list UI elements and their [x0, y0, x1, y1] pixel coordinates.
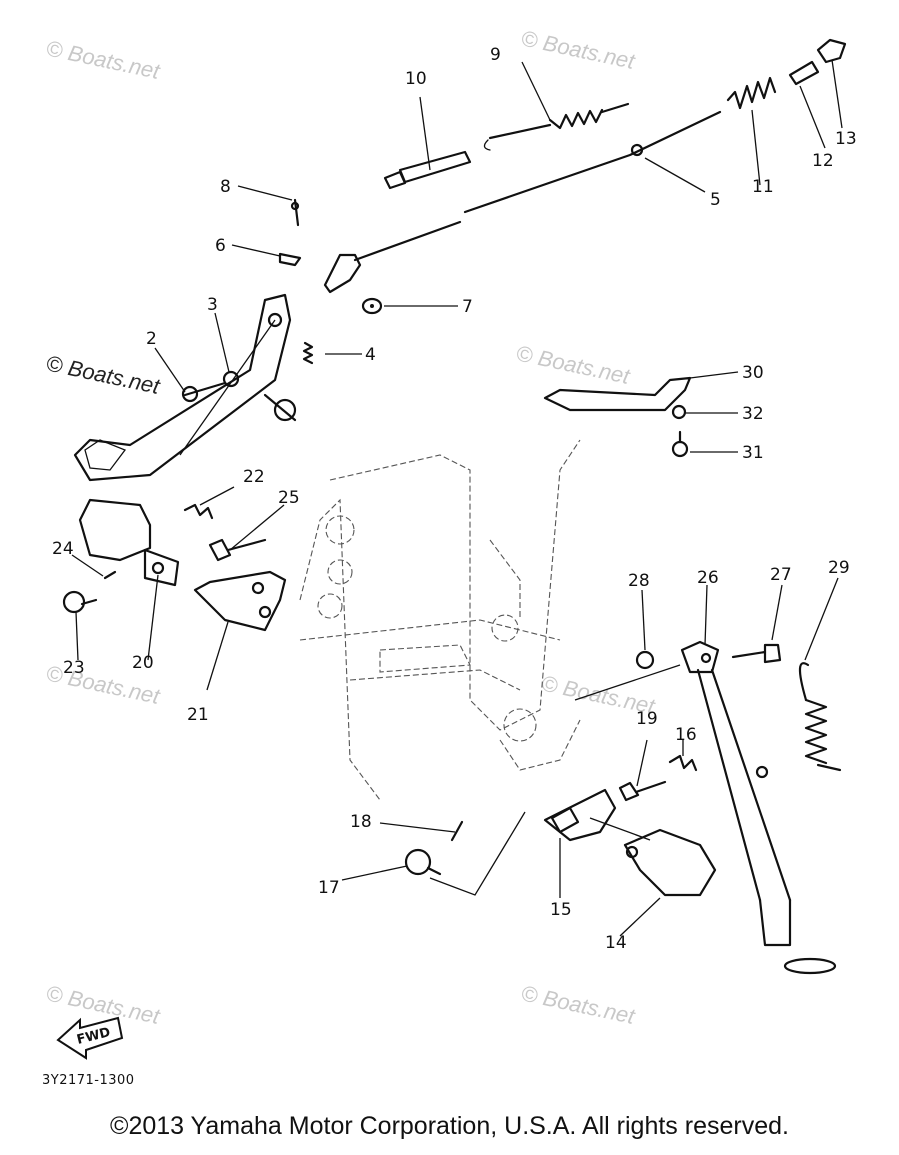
pin-23	[62, 590, 98, 614]
frame-outline	[299, 439, 581, 801]
watermark: © Boats.net	[519, 980, 638, 1029]
watermark: © Boats.net	[44, 35, 163, 84]
watermark: © Boats.net	[514, 340, 633, 389]
callouts: 2 3 4 5 6 7 8 9 10 11 12 13 14 15 16 17 …	[52, 45, 857, 953]
brake-pedal	[73, 293, 297, 482]
pin-17	[404, 848, 442, 876]
bolt-31	[671, 430, 689, 458]
spring-4	[302, 341, 314, 365]
cotter-pin-18	[450, 820, 464, 842]
bolt-2	[181, 381, 227, 403]
callout-19: 19	[636, 709, 658, 729]
drawing-code: 3Y2171-1300	[42, 1073, 135, 1088]
nut-3	[222, 370, 240, 388]
pin-6	[278, 252, 302, 267]
callout-23: 23	[63, 658, 85, 678]
bracket-21	[193, 570, 287, 632]
callout-4: 4	[365, 345, 376, 365]
cotter-pin-24	[103, 570, 117, 580]
callout-21: 21	[187, 705, 209, 725]
callout-32: 32	[742, 404, 764, 424]
callout-18: 18	[350, 812, 372, 832]
callout-17: 17	[318, 878, 340, 898]
copyright-notice: ©2013 Yamaha Motor Corporation, U.S.A. A…	[110, 1112, 789, 1140]
watermark: © Boats.net	[519, 25, 638, 74]
spring-9	[483, 102, 630, 151]
callout-6: 6	[215, 236, 226, 256]
nut-32	[671, 404, 687, 420]
callout-29: 29	[828, 558, 850, 578]
callout-14: 14	[605, 933, 627, 953]
callout-24: 24	[52, 539, 74, 559]
callout-16: 16	[675, 725, 697, 745]
callout-30: 30	[742, 363, 764, 383]
callout-15: 15	[550, 900, 572, 920]
callout-11: 11	[752, 177, 774, 197]
callout-12: 12	[812, 151, 834, 171]
footrest-20	[78, 498, 180, 587]
spring-22	[183, 503, 214, 520]
callout-5: 5	[710, 190, 721, 210]
callout-22: 22	[243, 467, 265, 487]
leader-lines	[71, 59, 843, 937]
callout-28: 28	[628, 571, 650, 591]
callout-3: 3	[207, 295, 218, 315]
bolt-27	[731, 643, 782, 664]
spring-11	[726, 76, 777, 110]
callout-8: 8	[220, 177, 231, 197]
nut-28	[635, 650, 655, 670]
callout-31: 31	[742, 443, 764, 463]
pipe-10	[383, 150, 472, 190]
fwd-arrow-icon: FWD	[56, 1016, 124, 1060]
cotter-pin-8	[290, 198, 300, 227]
callout-20: 20	[132, 653, 154, 673]
footrest-14	[623, 828, 717, 897]
bolt-19	[618, 780, 667, 802]
callout-13: 13	[835, 129, 857, 149]
callout-10: 10	[405, 69, 427, 89]
callout-25: 25	[278, 488, 300, 508]
wing-nut-13	[816, 38, 847, 64]
spring-16	[668, 754, 698, 772]
spring-29	[798, 662, 842, 772]
washer-7	[361, 297, 383, 315]
callout-27: 27	[770, 565, 792, 585]
joint-12	[788, 60, 820, 86]
bolt-25	[208, 538, 267, 562]
callout-7: 7	[462, 297, 473, 317]
brake-rod-5	[323, 110, 722, 294]
callout-2: 2	[146, 329, 157, 349]
bracket-15	[543, 788, 617, 842]
sidestand-26	[680, 640, 837, 975]
watermark: © Boats.net	[44, 350, 163, 399]
callout-26: 26	[697, 568, 719, 588]
callout-9: 9	[490, 45, 501, 65]
